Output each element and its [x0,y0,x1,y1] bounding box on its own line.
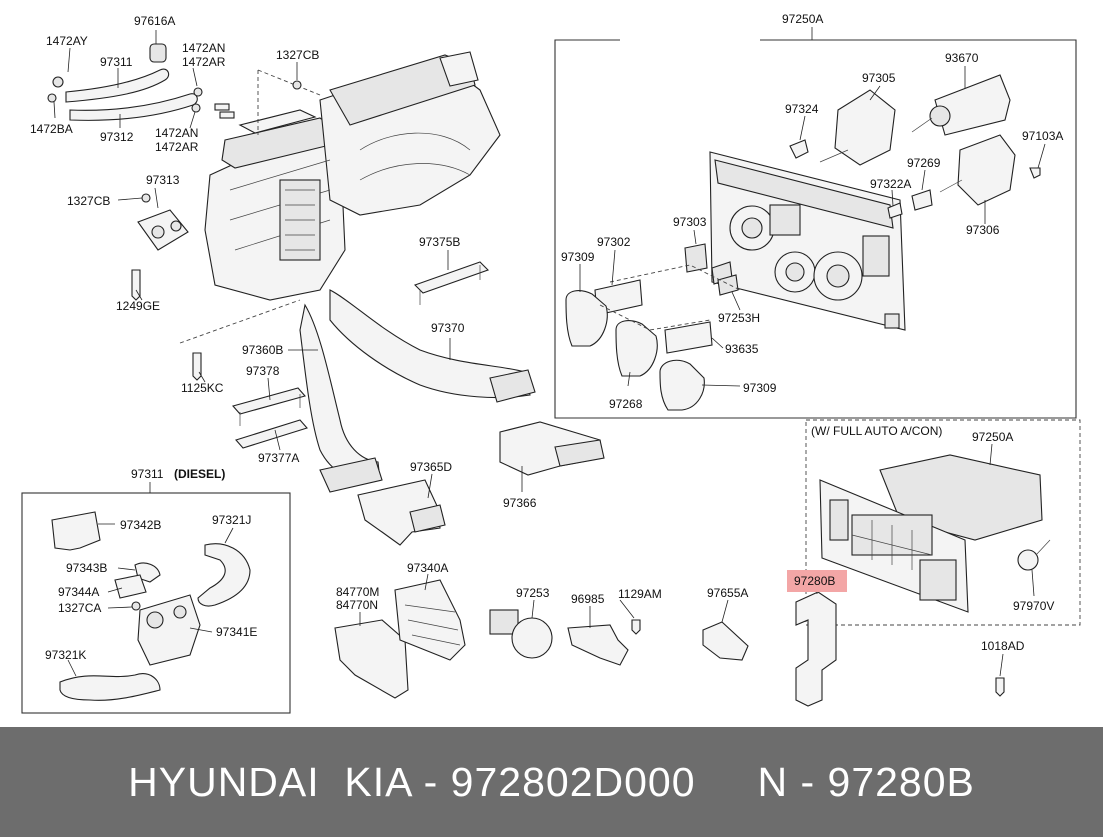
label-1327cb-b: 1327CB [67,194,110,208]
label-97309-a: 97309 [561,250,595,264]
label-1327cb-a: 1327CB [276,48,319,62]
part-97313-drawing [131,193,301,381]
label-97280b: 97280B [794,574,835,588]
label-1472an-b: 1472AN [155,126,198,140]
label-97655a: 97655A [707,586,748,600]
label-97341e: 97341E [216,625,257,639]
label-97311-diesel: 97311 [131,467,164,481]
label-97370: 97370 [431,321,465,335]
label-97340a: 97340A [407,561,448,575]
label-97375b: 97375B [419,235,460,249]
label-97970v: 97970V [1013,599,1054,613]
label-97103a: 97103A [1022,129,1063,143]
label-97342b: 97342B [120,518,161,532]
heater-unit-drawing [204,51,501,301]
label-97306: 97306 [966,223,1000,237]
label-1472ar-b: 1472AR [155,140,199,154]
heater-hoses-drawing [47,43,302,121]
label-93670: 93670 [945,51,979,65]
part-number-footer: HYUNDAI KIA - 972802D000 N - 97280B [0,727,1103,837]
label-1018ad: 1018AD [981,639,1025,653]
label-97616a: 97616A [134,14,175,28]
full-auto-frame [805,419,1081,626]
label-84770m: 84770M [336,585,379,599]
label-97365d: 97365D [410,460,452,474]
label-97302: 97302 [597,235,631,249]
label-97366: 97366 [503,496,537,510]
footer-part-number: HYUNDAI KIA - 972802D000 N - 97280B [128,758,975,805]
label-97378: 97378 [246,364,280,378]
label-97324: 97324 [785,102,819,116]
label-97305: 97305 [862,71,896,85]
label-97322a: 97322A [870,177,911,191]
label-1472ar-a: 1472AR [182,55,226,69]
part-97280b-drawing [795,591,837,707]
label-1472ay: 1472AY [46,34,88,48]
label-96985: 96985 [571,592,605,606]
label-97377a: 97377A [258,451,299,465]
label-97344a: 97344A [58,585,99,599]
label-84770n: 84770N [336,598,378,612]
control-assembly-frame [554,39,1077,419]
label-1249ge: 1249GE [116,299,160,313]
label-97253h: 97253H [718,311,760,325]
part-labels: 97616A 1472AY 97311 1472AN 1472AR 1327CB… [30,12,1063,662]
diesel-parts-drawing [51,511,251,701]
brackets-drawing [232,261,490,449]
label-diesel: (DIESEL) [174,467,225,481]
diesel-frame [21,492,291,714]
label-97309-b: 97309 [743,381,777,395]
label-97280b-highlight [787,570,847,592]
label-97268: 97268 [609,397,643,411]
parts-diagram: 97616A 1472AY 97311 1472AN 1472AR 1327CB… [21,12,1081,714]
label-97250a-a: 97250A [782,12,823,26]
label-1129am: 1129AM [618,587,662,601]
label-97321j: 97321J [212,513,251,527]
label-97321k: 97321K [45,648,86,662]
leader-lines [53,27,1046,677]
label-97269: 97269 [907,156,941,170]
label-97313: 97313 [146,173,180,187]
bottom-parts-drawing [334,579,749,699]
label-97250a-b: 97250A [972,430,1013,444]
label-1472ba: 1472BA [30,122,73,136]
air-ducts-drawing [299,289,605,546]
label-1125kc: 1125KC [181,381,224,395]
label-97343b: 97343B [66,561,107,575]
label-97312: 97312 [100,130,134,144]
label-93635: 93635 [725,342,759,356]
label-1472an-a: 1472AN [182,41,225,55]
label-97311: 97311 [100,55,133,69]
label-1327ca: 1327CA [58,601,101,615]
label-97303: 97303 [673,215,707,229]
label-97253: 97253 [516,586,550,600]
control-assembly-drawing [565,74,1041,411]
label-97360b: 97360B [242,343,283,357]
label-full-auto: (W/ FULL AUTO A/CON) [811,424,942,438]
full-auto-control-drawing [819,454,1051,697]
